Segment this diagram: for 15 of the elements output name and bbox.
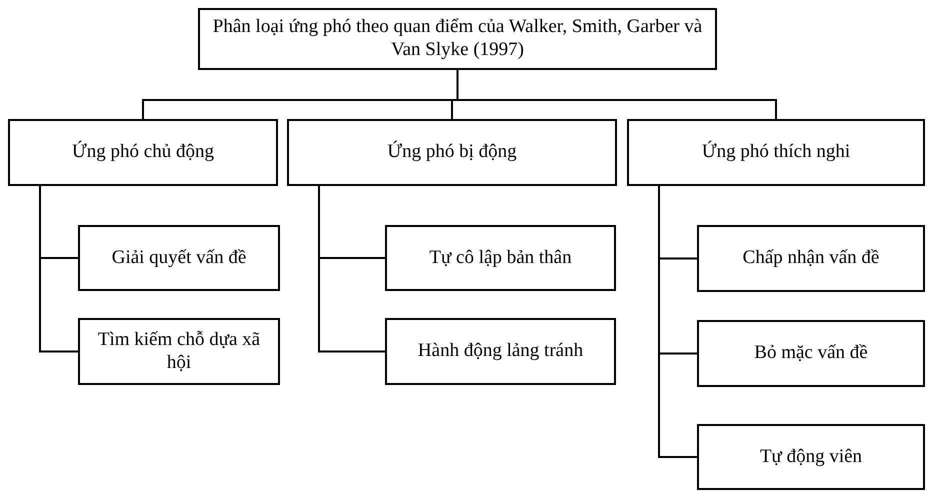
connector-line [39,186,78,352]
category-box: Hành động lảng tránh [385,318,616,385]
connector-line [658,186,697,458]
category-box: Giải quyết vấn đề [78,225,280,291]
category-box: Chấp nhận vấn đề [697,225,925,292]
category-box: Tự cô lập bản thân [385,225,616,291]
category-box: Tự động viên [697,424,925,490]
connector-line [456,70,777,119]
title-box: Phân loại ứng phó theo quan điểm của Walker, Smith, Garber và Van Slyke (1997) [198,8,717,70]
category-box: Tìm kiếm chỗ dựa xã hội [78,318,280,385]
category-box: Ứng phó bị động [287,119,617,186]
category-box: Bỏ mặc vấn đề [697,320,925,387]
category-box: Ứng phó thích nghi [627,119,925,186]
category-box: Ứng phó chủ động [8,119,278,186]
connector-line [318,186,385,352]
